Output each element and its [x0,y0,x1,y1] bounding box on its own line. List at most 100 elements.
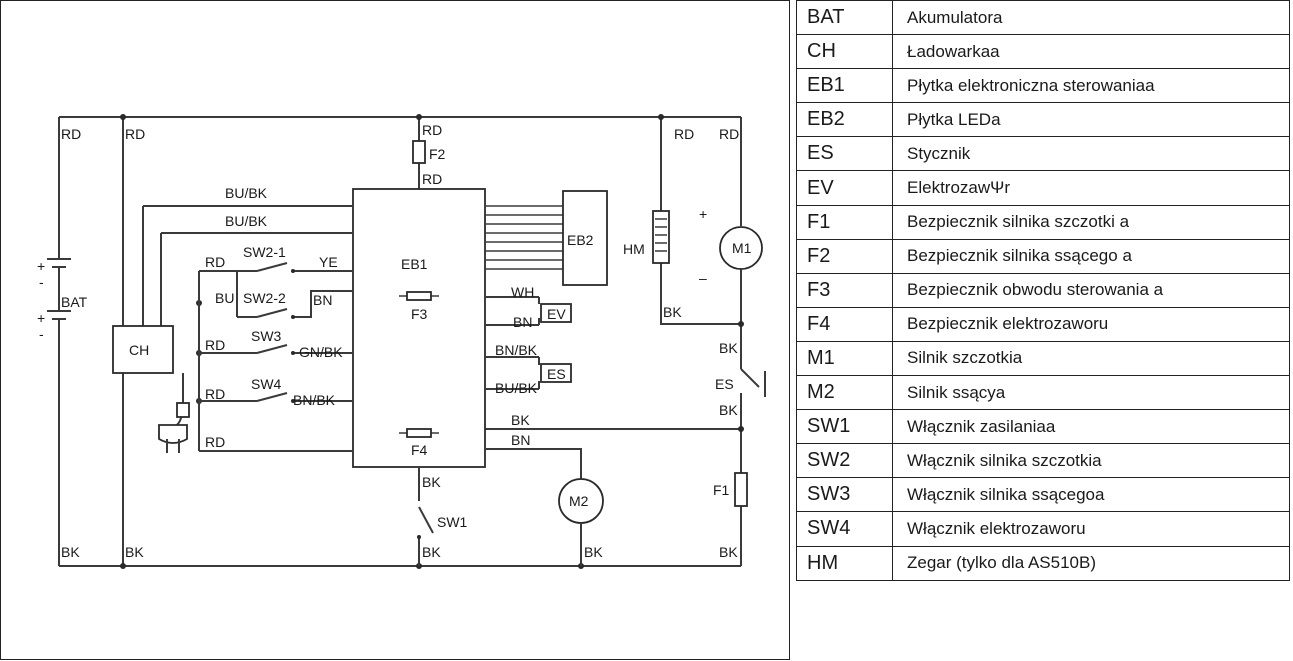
hour-meter-symbol [652,210,670,264]
legend-code: F4 [796,306,893,342]
fuse-f4 [399,428,439,438]
legend-desc: Włącznik silnika szczotkia [892,443,1290,479]
label-bu: BU [215,290,234,306]
legend-desc: Silnik ssącya [892,375,1290,411]
fuse-f1 [734,472,748,507]
fuse-f2 [412,140,426,164]
legend-code: SW1 [796,409,893,445]
label-sw1: SW1 [437,514,468,530]
bus-wires [58,116,743,567]
battery-symbol [47,258,71,341]
switch-sw1 [417,467,434,566]
legend-desc: Stycznik [892,136,1290,172]
label-rd4: RD [674,126,694,142]
legend-code: M2 [796,375,893,411]
eb2-board [562,190,608,286]
legend-desc: Bezpiecznik silnika szczotki a [892,204,1290,240]
label-bubk2: BU/BK [225,213,268,229]
es-contact [740,368,766,397]
legend-code: M1 [796,340,893,377]
label-f3: F3 [411,306,428,322]
legend-code: SW3 [796,477,893,513]
label-rd5: RD [719,126,739,142]
legend-desc: Włącznik elektrozaworu [892,511,1290,547]
switch-sw3 [199,344,353,355]
label-f2: F2 [429,146,446,162]
label-bubk-es: BU/BK [495,380,538,396]
fuse-f3 [399,291,439,301]
legend-desc: Włącznik silnika ssącegoa [892,477,1290,513]
legend-code: HM [796,545,893,581]
wiring-diagram-panel: RD RD RD RD RD F2 RD BU/BK BU/BK EB1 EB2… [0,0,790,660]
legend-code: EV [796,170,893,206]
label-eb1: EB1 [401,256,428,272]
switch-sw2-block [198,262,353,451]
legend-code: F2 [796,238,893,274]
label-bn-m2: BN [511,432,530,448]
legend-desc: ElektrozawΨr [892,170,1290,206]
eb1-board [352,188,486,468]
label-eb2: EB2 [567,232,594,248]
legend-code: SW4 [796,511,893,547]
label-rd3: RD [422,122,442,138]
label-gnbk: GN/BK [299,344,343,360]
label-rd-sw21: RD [205,254,225,270]
legend-desc: Silnik szczotkia [892,340,1290,377]
bubk-wires [142,205,353,326]
es-wiring [485,356,572,390]
legend-code: F3 [796,272,893,308]
switch-sw4 [199,392,353,403]
legend-code: BAT [796,0,893,36]
label-bn-sw22: BN [313,292,332,308]
label-sw4: SW4 [251,376,282,392]
label-minus2: - [39,326,44,342]
label-bk-b3: BK [422,544,441,560]
label-m2: M2 [569,493,589,509]
legend-desc: Ładowarkaa [892,34,1290,70]
label-f4: F4 [411,442,428,458]
legend-desc: Bezpiecznik obwodu sterowania a [892,272,1290,308]
label-f1: F1 [713,482,730,498]
label-es-box: ES [547,366,566,382]
legend-desc: Płytka LEDa [892,102,1290,138]
legend-code: ES [796,136,893,172]
ev-wiring [485,296,572,326]
label-bubk1: BU/BK [225,185,268,201]
label-bk-sw1: BK [422,474,441,490]
label-bk-r2: BK [719,402,738,418]
label-rd6: RD [422,171,442,187]
legend-code: SW2 [796,443,893,479]
m2-wiring [485,448,604,566]
label-hm: HM [623,241,645,257]
label-ev: EV [547,306,566,322]
label-bk-b5: BK [719,544,738,560]
label-ye: YE [319,254,338,270]
label-bk-mid: BK [511,412,530,428]
legend-desc: Bezpiecznik elektrozaworu [892,306,1290,342]
charger-ch [112,325,174,374]
label-plus2: + [37,310,45,326]
label-rd2: RD [125,126,145,142]
legend-code: F1 [796,204,893,240]
label-hm-plus: + [699,206,707,222]
legend-desc: Włącznik zasilaniaa [892,409,1290,445]
label-rd-sw4: RD [205,386,225,402]
label-bk-hm: BK [663,304,682,320]
eb2-wires [485,205,563,270]
legend-code: CH [796,34,893,70]
label-rd1: RD [61,126,81,142]
legend-desc: Bezpiecznik silnika ssącego a [892,238,1290,274]
